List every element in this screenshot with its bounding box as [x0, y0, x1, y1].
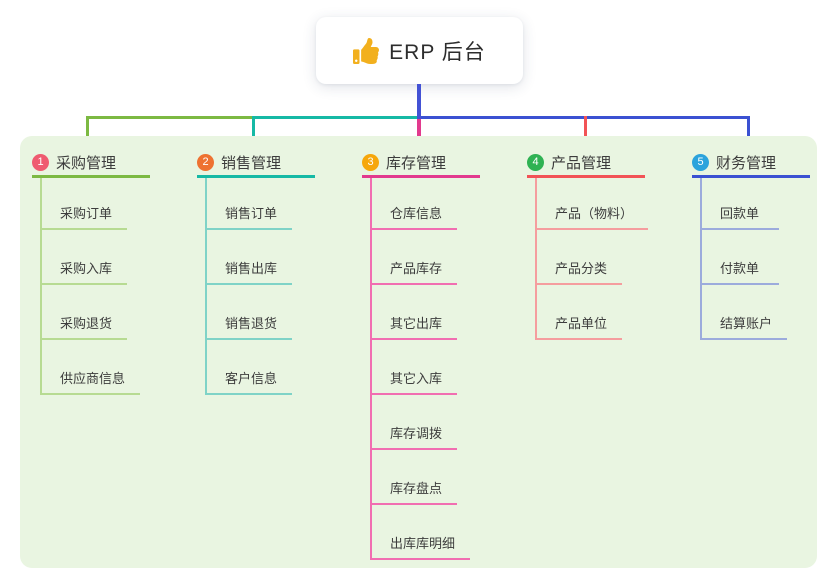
branch-1-horizontal-line: [86, 116, 252, 119]
branch-badge: 3: [362, 154, 379, 171]
node-item: 产品单位: [537, 285, 623, 340]
node-item: 供应商信息: [42, 340, 141, 395]
branch-title-text: 财务管理: [716, 155, 777, 172]
node-item: 销售订单: [207, 178, 293, 230]
root-title: ERP 后台: [389, 40, 486, 64]
branch-title: 2 销售管理: [197, 150, 315, 178]
branch-2-sales: 2 销售管理 销售订单 销售出库 销售退货 客户信息: [197, 150, 315, 395]
branch-items: 产品（物料） 产品分类 产品单位: [535, 178, 649, 340]
node-item: 其它出库: [372, 285, 458, 340]
node-item: 产品库存: [372, 230, 458, 285]
node-item: 采购入库: [42, 230, 128, 285]
node-item: 库存调拨: [372, 395, 458, 450]
branch-title: 3 库存管理: [362, 150, 480, 178]
node-item: 销售出库: [207, 230, 293, 285]
branch-title-text: 采购管理: [56, 155, 117, 172]
node-item: 采购退货: [42, 285, 128, 340]
node-item: 库存盘点: [372, 450, 458, 505]
branch-items: 采购订单 采购入库 采购退货 供应商信息: [40, 178, 150, 395]
branch-4-product: 4 产品管理 产品（物料） 产品分类 产品单位: [527, 150, 649, 340]
thumbs-up-icon: [353, 37, 380, 64]
branch-5-finance: 5 财务管理 回款单 付款单 结算账户: [692, 150, 810, 340]
trunk-connector: [417, 84, 421, 119]
branch-1-purchase: 1 采购管理 采购订单 采购入库 采购退货 供应商信息: [32, 150, 150, 395]
branch-3-inventory: 3 库存管理 仓库信息 产品库存 其它出库 其它入库 库存调拨 库存盘点 出库库…: [362, 150, 480, 560]
branch-items: 仓库信息 产品库存 其它出库 其它入库 库存调拨 库存盘点 出库库明细: [370, 178, 480, 560]
branch-4-drop-line: [584, 116, 587, 150]
node-item: 产品（物料）: [537, 178, 649, 230]
branch-title: 4 产品管理: [527, 150, 645, 178]
branch-title: 1 采购管理: [32, 150, 150, 178]
thumbs-up-path: [353, 37, 380, 64]
branch-items: 销售订单 销售出库 销售退货 客户信息: [205, 178, 315, 395]
node-item: 付款单: [702, 230, 779, 285]
node-item: 销售退货: [207, 285, 293, 340]
node-item: 采购订单: [42, 178, 128, 230]
branch-5-drop-line: [747, 116, 750, 150]
branch-badge: 5: [692, 154, 709, 171]
branch-items: 回款单 付款单 结算账户: [700, 178, 810, 340]
node-item: 产品分类: [537, 230, 623, 285]
branch-2-horizontal-line: [252, 116, 417, 119]
branch-1-drop-line: [86, 116, 89, 150]
node-item: 结算账户: [702, 285, 788, 340]
node-item: 客户信息: [207, 340, 293, 395]
branch-3-drop-line: [417, 119, 421, 150]
branch-badge: 4: [527, 154, 544, 171]
branch-2-drop-line: [252, 116, 255, 150]
branch-badge: 2: [197, 154, 214, 171]
branch-title-text: 库存管理: [386, 155, 447, 172]
node-item: 仓库信息: [372, 178, 458, 230]
branch-badge: 1: [32, 154, 49, 171]
branch-title-text: 产品管理: [551, 155, 612, 172]
node-item: 回款单: [702, 178, 779, 230]
root-node: ERP 后台: [316, 17, 523, 84]
node-item: 出库库明细: [372, 505, 471, 560]
node-item: 其它入库: [372, 340, 458, 395]
branch-title: 5 财务管理: [692, 150, 810, 178]
branch-title-text: 销售管理: [221, 155, 282, 172]
branches-panel: [20, 136, 817, 568]
